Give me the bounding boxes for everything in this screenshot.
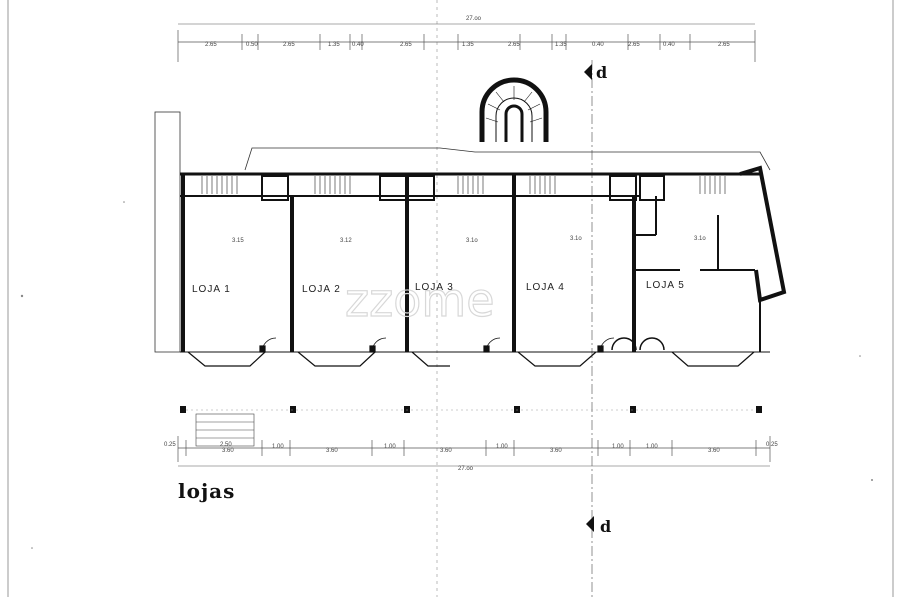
column-markers (180, 406, 762, 413)
dim-label: 1.00 (272, 444, 284, 450)
dim-label: 1.00 (646, 444, 658, 450)
store-label-2: LOJA 2 (302, 284, 341, 295)
dim-label: 3.60 (708, 448, 720, 454)
store-dim-4: 3.1o (570, 236, 582, 242)
dim-label: 1.35 (462, 42, 474, 48)
stair-tower (479, 77, 549, 142)
dim-label: 2.65 (283, 42, 295, 48)
store-dim-5: 3.1o (694, 236, 706, 242)
dim-label: 1.00 (496, 444, 508, 450)
dim-label: 1.35 (555, 42, 567, 48)
dim-label: 1.00 (612, 444, 624, 450)
top-dimension-chain (177, 23, 756, 62)
store-label-5: LOJA 5 (646, 280, 685, 291)
dim-label: 2.65 (628, 42, 640, 48)
section-marker-top: d (584, 60, 607, 597)
dim-label: 3.60 (326, 448, 338, 454)
dim-label: 0.25 (164, 442, 176, 448)
top-total-dimension: 27.oo (466, 16, 482, 22)
store-dim-2: 3.12 (340, 238, 352, 244)
dim-label: 0.40 (663, 42, 675, 48)
dim-label: 2.65 (508, 42, 520, 48)
dim-label: 3.60 (440, 448, 452, 454)
dim-label: 1.00 (384, 444, 396, 450)
store-label-1: LOJA 1 (192, 284, 231, 295)
store-label-4: LOJA 4 (526, 282, 565, 293)
store-dim-1: 3.15 (232, 238, 244, 244)
section-label: d (596, 63, 607, 82)
dim-label: 2.65 (205, 42, 217, 48)
dim-label: 2.65 (718, 42, 730, 48)
store-dim-3: 3.1o (466, 238, 478, 244)
dim-label: 1.35 (328, 42, 340, 48)
rear-corridor (180, 172, 762, 201)
bottom-total-dimension: 27.oo (458, 466, 474, 472)
dim-label: 3.60 (222, 448, 234, 454)
plan-title: lojas (178, 479, 235, 503)
section-label: d (600, 517, 611, 536)
top-dim-labels: 2.65 0.50 2.65 1.35 0.40 2.65 1.35 2.65 … (205, 42, 730, 48)
dim-label: 0.25 (766, 442, 778, 448)
step-dim: 2.50 (220, 442, 232, 448)
bottom-dim-labels: 0.25 3.60 1.00 3.60 1.00 3.60 1.00 3.60 … (164, 442, 778, 454)
paper-specks (20, 201, 873, 549)
adjacent-building (154, 111, 181, 353)
dim-label: 0.50 (246, 42, 258, 48)
dim-label: 3.60 (550, 448, 562, 454)
bottom-dimension-chain (177, 436, 771, 467)
rear-outline (244, 147, 771, 171)
store-label-3: LOJA 3 (415, 282, 454, 293)
dim-label: 0.40 (592, 42, 604, 48)
section-marker-bottom: d (586, 516, 611, 536)
dim-label: 2.65 (400, 42, 412, 48)
store-walls (180, 165, 787, 353)
dim-label: 0.40 (352, 42, 364, 48)
watermark-text: zzome (345, 273, 495, 327)
entrance-steps (195, 413, 255, 447)
storefront-bays (187, 337, 755, 367)
